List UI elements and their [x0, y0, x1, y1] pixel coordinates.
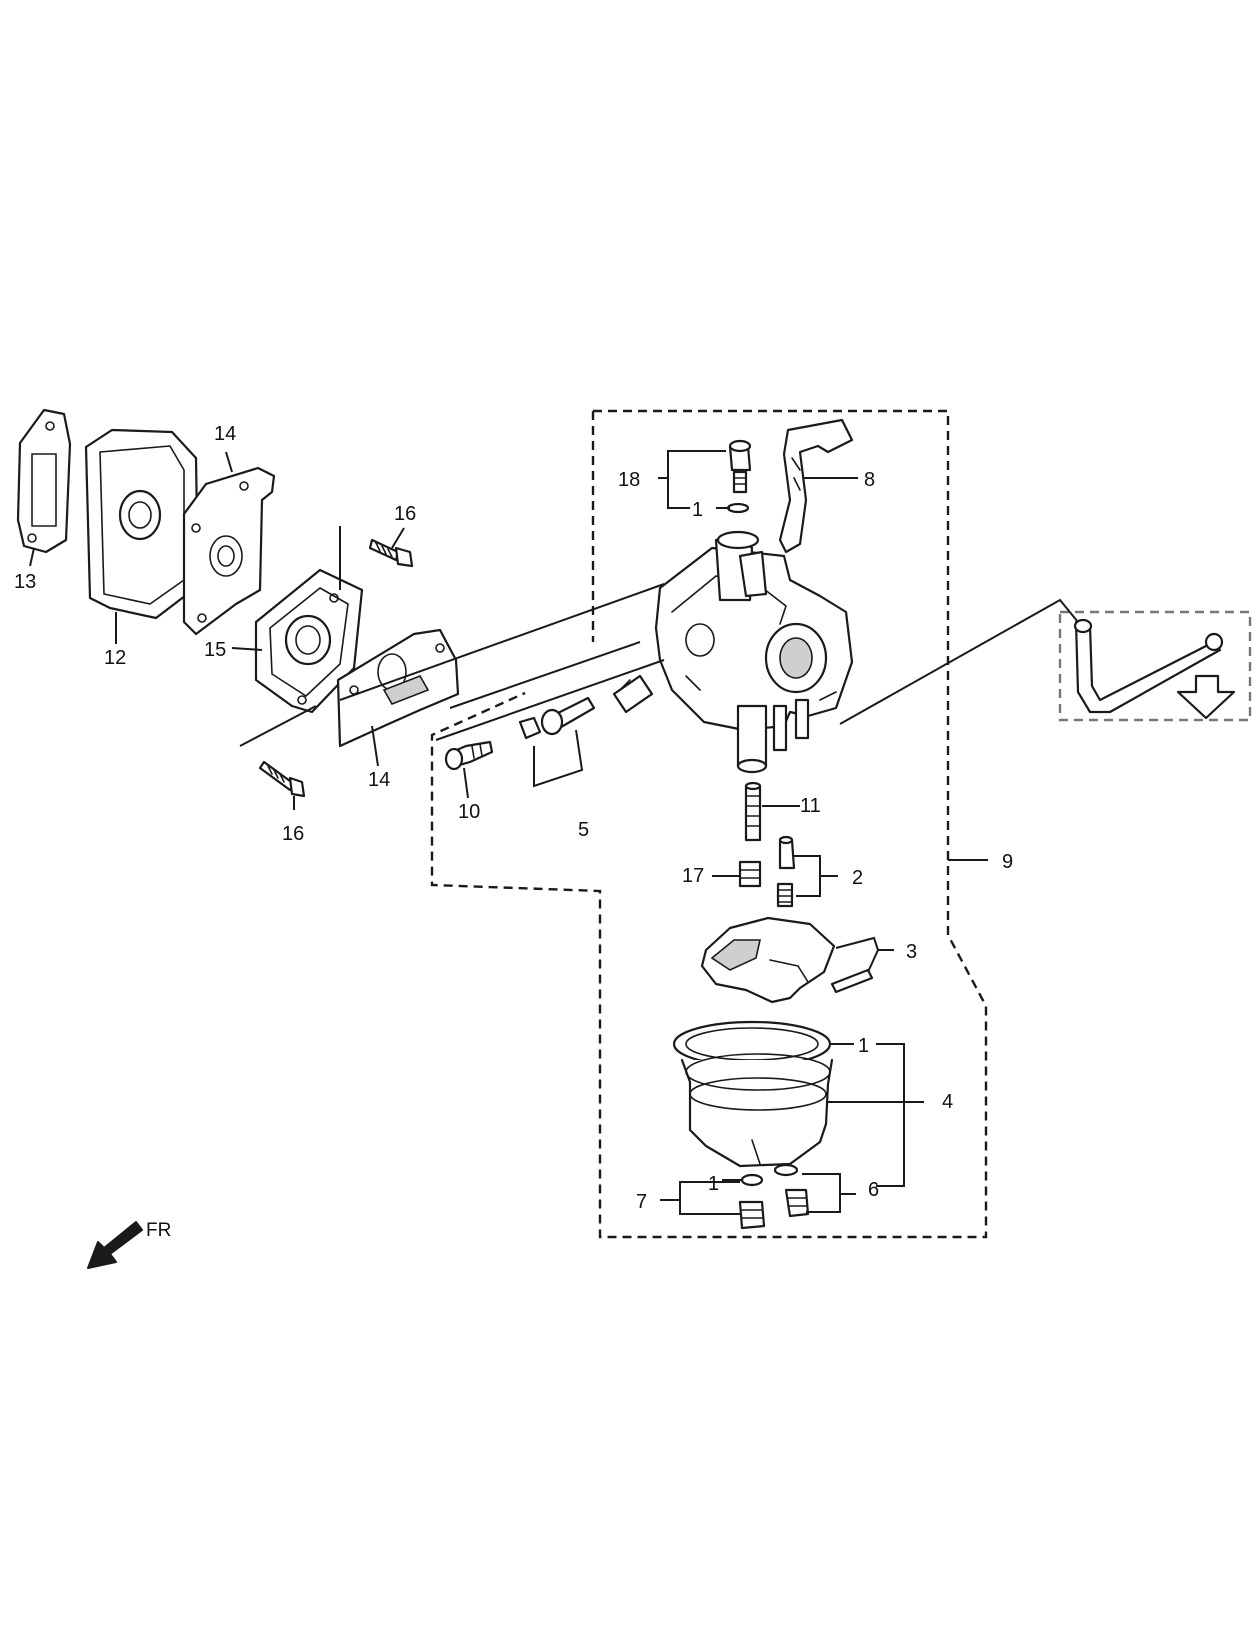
main-jet-17	[738, 860, 762, 888]
fuel-tube	[1073, 618, 1236, 720]
callout-7: 7	[636, 1191, 647, 1213]
assembly-lines	[339, 583, 1079, 741]
main-jet-11	[744, 781, 762, 842]
callout-14-lower: 14	[368, 769, 390, 791]
front-label: FR	[146, 1220, 171, 1241]
float-chamber-4	[672, 1020, 834, 1168]
choke-lever-8	[778, 418, 854, 554]
insulator-12	[84, 428, 200, 620]
callout-17: 17	[682, 865, 704, 887]
insulator-15	[254, 568, 364, 714]
washer-1-bottom	[740, 1173, 764, 1187]
callout-1-bottom: 1	[708, 1173, 719, 1195]
bolt-16-upper	[368, 538, 414, 568]
float-3	[700, 916, 874, 1004]
callout-13: 13	[14, 571, 36, 593]
callout-1-oring: 1	[858, 1035, 869, 1057]
callout-18: 18	[618, 469, 640, 491]
callout-1-top: 1	[692, 499, 703, 521]
callout-6: 6	[868, 1179, 879, 1201]
front-direction-indicator: FR	[87, 1220, 171, 1269]
callout-4: 4	[942, 1091, 953, 1113]
carburetor-assembly-boundary	[430, 409, 1252, 1239]
callout-3: 3	[906, 941, 917, 963]
screw-18	[728, 439, 752, 494]
callout-14-upper: 14	[214, 423, 236, 445]
leader-lines	[29, 450, 988, 1215]
pilot-screw-10	[444, 740, 494, 771]
callout-11: 11	[800, 795, 821, 817]
callout-12: 12	[104, 647, 126, 669]
bolt-7	[738, 1200, 766, 1230]
callout-9: 9	[1002, 851, 1013, 873]
bolt-16-lower	[258, 760, 306, 798]
gasket-14-upper	[182, 466, 276, 636]
callout-15: 15	[204, 639, 226, 661]
idle-screw-5	[518, 674, 654, 740]
gasket-14-lower	[336, 628, 460, 748]
arrow-down-left-icon	[87, 1221, 143, 1269]
fuel-tube-box	[1058, 610, 1252, 722]
callout-2: 2	[852, 867, 863, 889]
float-valve-2	[776, 835, 796, 908]
callout-10: 10	[458, 801, 480, 823]
drain-screw-6	[773, 1163, 810, 1218]
callout-16-lower: 16	[282, 823, 304, 845]
callout-5: 5	[578, 819, 589, 841]
callout-16-upper: 16	[394, 503, 416, 525]
callout-labels: 18 1 8 14 16 13 12 15 14 16 10 5 11 17 2…	[14, 423, 1013, 1213]
callout-8: 8	[864, 469, 875, 491]
gasket-13	[16, 408, 72, 554]
washer-1-top	[726, 502, 750, 514]
carburetor-body	[654, 530, 854, 774]
